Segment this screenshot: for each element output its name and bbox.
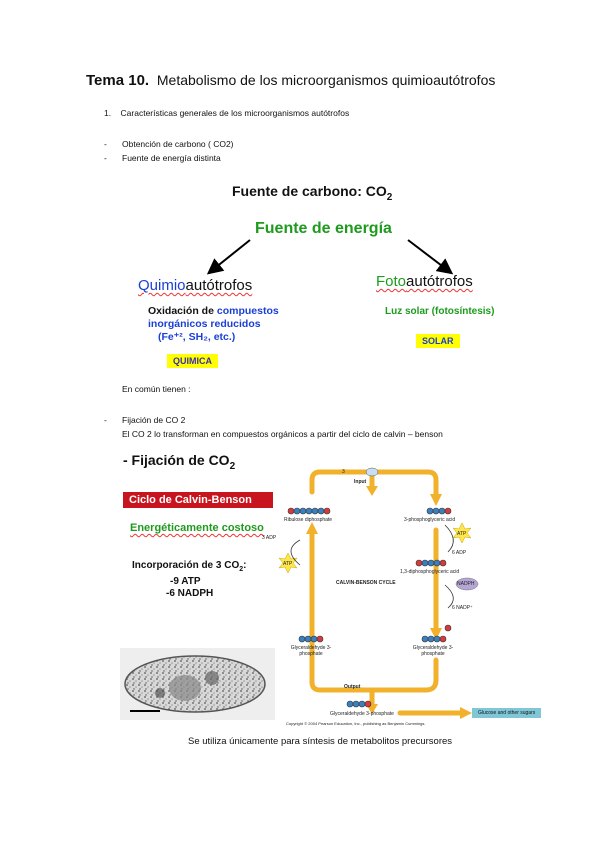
- co2-count: 3: [342, 469, 345, 475]
- section-heading: 1. Características generales de los micr…: [104, 108, 350, 118]
- energy-source-label: Fuente de energía: [255, 220, 392, 237]
- bullet-mark: -: [104, 139, 107, 149]
- oxidation-text: Oxidación de compuestos inorgánicos redu…: [148, 305, 279, 343]
- cycle-center-label: CALVIN-BENSON CYCLE: [336, 580, 396, 586]
- calvin-description: El CO 2 lo transforman en compuestos org…: [122, 429, 443, 439]
- figure1-heading: Fuente de carbono: CO2: [232, 183, 393, 203]
- bullet-carbon: Obtención de carbono ( CO2): [122, 139, 234, 149]
- atp-right-label: ATP: [457, 531, 467, 537]
- sunlight-text: Luz solar (fotosíntesis): [385, 306, 495, 317]
- output-label: Output: [344, 684, 361, 690]
- copyright-text: Copyright © 2004 Pearson Education, Inc.…: [286, 721, 426, 726]
- bullet-energy: Fuente de energía distinta: [122, 153, 221, 163]
- g3p-output-label: Glyceraldehyde 3-phosphate: [330, 711, 394, 717]
- document-title: Tema 10. Metabolismo de los microorganis…: [86, 72, 495, 89]
- fotoautotrofos-label: Fotoautótrofos: [376, 273, 473, 290]
- g3p-right-label: Glyceraldehyde 3-phosphate: [412, 645, 454, 657]
- nadp-label: 6 NADP⁺: [452, 605, 473, 611]
- bpg-label: 1,3-diphosphoglyceric acid: [400, 569, 460, 575]
- bullet-mark: -: [104, 153, 107, 163]
- bullet-fixation: Fijación de CO 2: [122, 415, 186, 425]
- common-text: En común tienen :: [122, 384, 191, 394]
- atp-left-label: ATP: [283, 561, 293, 567]
- adp6-label: 6 ADP: [452, 550, 467, 556]
- energy-costly-label: Energéticamente costoso: [130, 522, 264, 534]
- quimica-badge: QUIMICA: [167, 354, 218, 368]
- ribulose-label: Ribulose diphosphate: [284, 517, 333, 523]
- input-label: Input: [354, 479, 367, 485]
- figure2-caption: Se utiliza únicamente para síntesis de m…: [188, 736, 453, 747]
- figure2-heading: - Fijación de CO2: [123, 452, 236, 472]
- nadph-label: NADPH: [457, 581, 475, 587]
- title-text: Metabolismo de los microorganismos quimi…: [156, 72, 496, 88]
- glucose-box: Glucose and other sugars: [472, 708, 542, 718]
- arrow-right: [407, 239, 454, 275]
- micrograph-image: [120, 648, 275, 720]
- incorporation-text: Incorporación de 3 CO2: -9 ATP -6 NADPH: [132, 560, 247, 599]
- arrow-left: [206, 239, 251, 275]
- pga-label: 3-phosphoglyceric acid: [404, 517, 456, 523]
- quimioautotrofos-label: Quimioautótrofos: [138, 277, 253, 294]
- calvin-benson-box: Ciclo de Calvin-Benson: [123, 492, 273, 508]
- bullet-mark: -: [104, 415, 107, 425]
- title-prefix: Tema 10.: [86, 72, 150, 89]
- g3p-left-label: Glyceraldehyde 3-phosphate: [290, 645, 332, 657]
- adp3-label: 3 ADP: [262, 535, 277, 541]
- solar-badge: SOLAR: [416, 334, 460, 348]
